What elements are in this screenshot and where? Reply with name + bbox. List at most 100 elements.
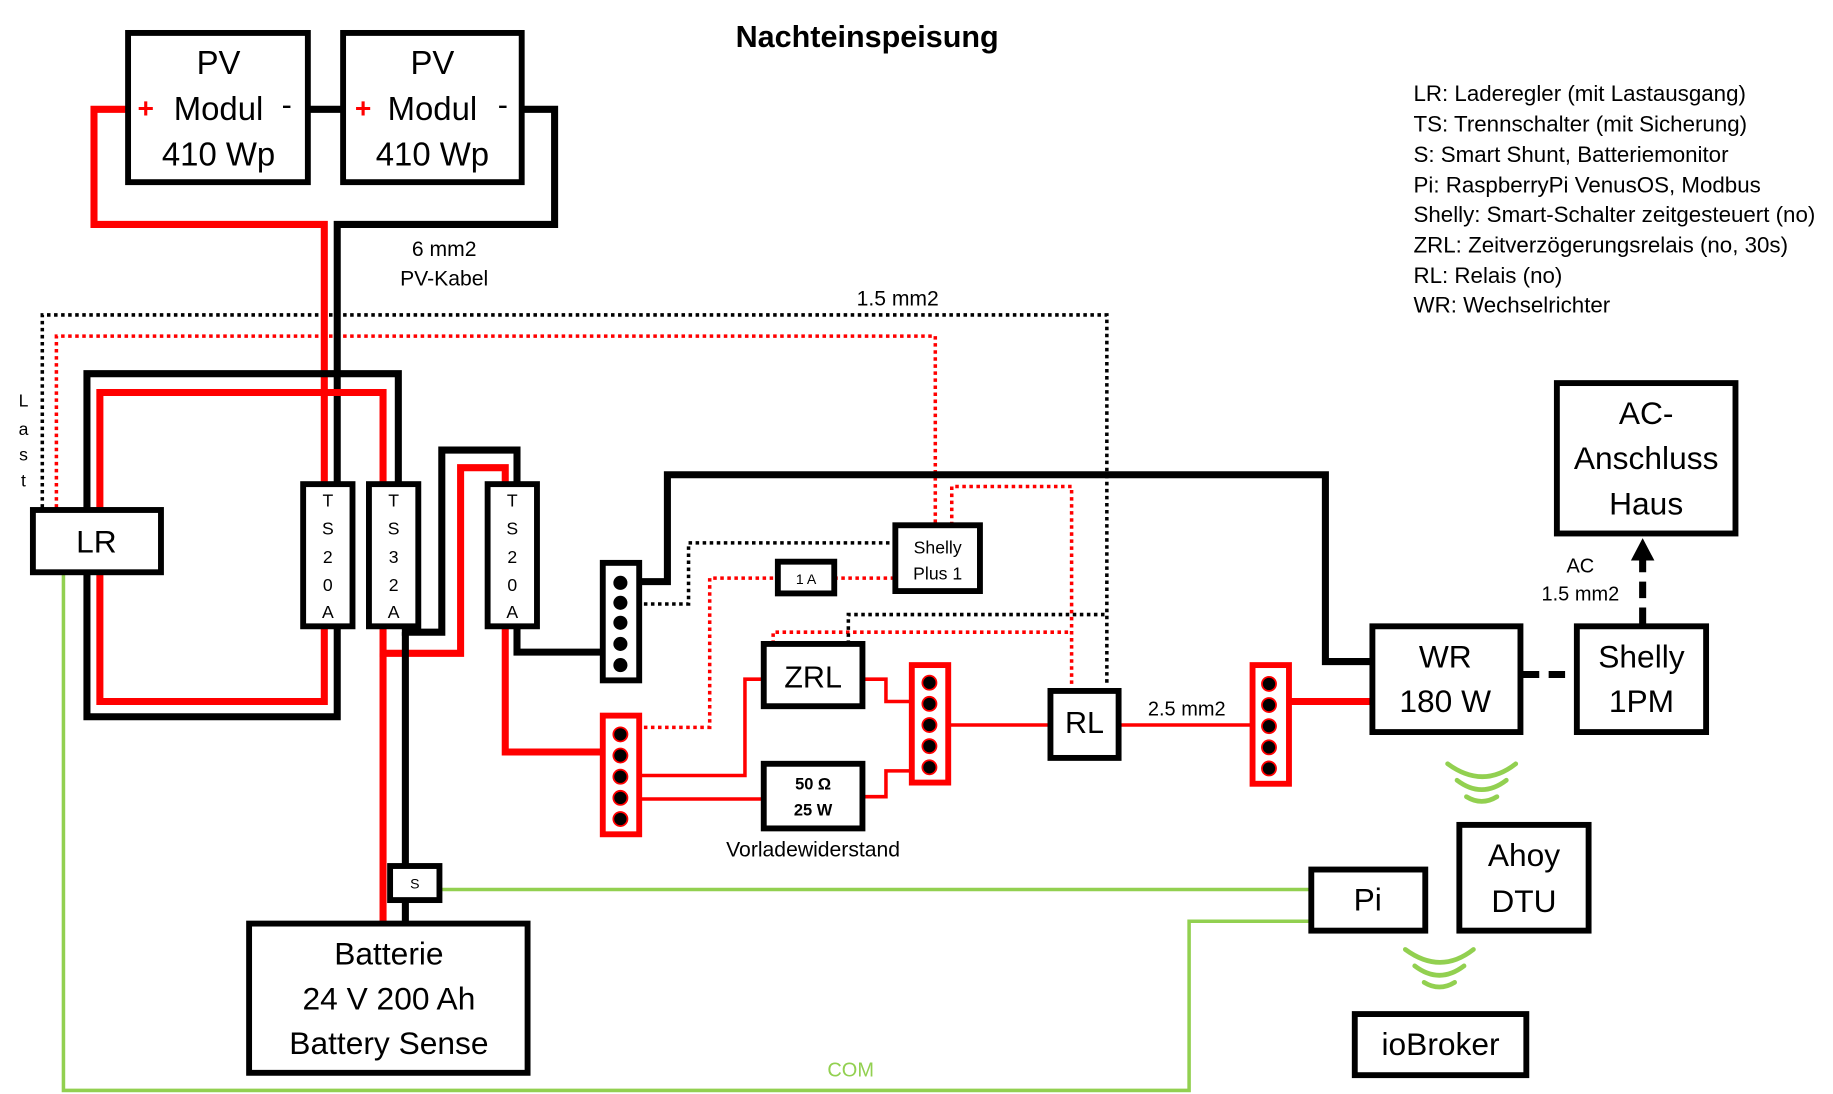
ts-char: S (388, 519, 400, 539)
pv-plus-wire (90, 105, 328, 485)
load-char: t (21, 470, 26, 490)
ts-char: A (388, 602, 400, 622)
resistor-caption: Vorladewiderstand (726, 839, 900, 862)
ts-char: A (506, 602, 518, 622)
control-cable-label: 1.5 mm2 (857, 288, 939, 311)
load-output-label: L a s t (19, 391, 29, 491)
battery-sense-label: Battery Sense (289, 1025, 488, 1061)
legend-item: RL: Relais (no) (1414, 263, 1563, 288)
shelly-1pm-label-2: 1PM (1609, 683, 1674, 719)
plus-terminal-icon: + (137, 92, 153, 124)
shelly-plus-1: Shelly Plus 1 (892, 522, 983, 594)
resistor-output-wire (863, 769, 911, 799)
disconnect-switch-ts2: T S 3 2 A (366, 481, 422, 630)
smart-shunt: S (387, 863, 443, 904)
pv-module-label: Modul (388, 90, 478, 127)
ts-char: A (322, 602, 334, 622)
legend-item: LR: Laderegler (mit Lastausgang) (1414, 81, 1746, 106)
legend-item: ZRL: Zeitverzögerungsrelais (no, 30s) (1414, 233, 1789, 258)
ts-char: S (506, 519, 518, 539)
fuse-1a: 1 A (774, 558, 838, 597)
battery-label: Batterie (334, 936, 443, 972)
ts-char: 2 (323, 547, 333, 567)
iobroker: ioBroker (1351, 1011, 1530, 1079)
ac-house-label-1: AC- (1619, 395, 1674, 431)
ts-minus-link-wire (401, 446, 521, 636)
lr-pv-minus-wire (83, 573, 341, 721)
pv-minus-wire (333, 105, 559, 485)
load-char: s (19, 445, 28, 465)
disconnect-switch-ts3: T S 2 0 A (484, 481, 540, 630)
diagram-title: Nachteinspeisung (736, 20, 999, 54)
battery-spec-label: 24 V 200 Ah (303, 980, 476, 1016)
ts-char: 0 (507, 575, 517, 595)
busbar-plus-3 (1249, 662, 1292, 787)
shelly-1pm: Shelly 1PM (1573, 623, 1710, 735)
fuse-feed-dotted (636, 576, 778, 730)
legend-item: S: Smart Shunt, Batteriemonitor (1414, 142, 1730, 167)
ac-house-connection: AC- Anschluss Haus (1553, 380, 1739, 537)
ahoy-label: Ahoy (1488, 837, 1560, 873)
pv-power-label: 410 Wp (162, 136, 275, 173)
pv-module-2: PV Modul 410 Wp + - (340, 29, 525, 186)
load-char: a (19, 419, 29, 439)
control-wire-black-dotted (40, 313, 1109, 684)
rl-cable-label: 2.5 mm2 (1148, 699, 1226, 721)
pi-label: Pi (1354, 882, 1382, 918)
ts-char: 2 (389, 575, 399, 595)
time-delay-relay-zrl: ZRL (760, 641, 866, 710)
load-char: L (19, 391, 29, 411)
ts-char: T (507, 490, 518, 510)
minus-terminal-icon: - (498, 88, 508, 122)
lr-pv-plus-wire (96, 573, 328, 706)
minus-terminal-icon: - (282, 88, 292, 122)
iobroker-label: ioBroker (1381, 1026, 1500, 1062)
zrl-minus-dotted (846, 612, 1107, 644)
wr-label: WR (1419, 638, 1472, 674)
dtu-label: DTU (1491, 883, 1556, 919)
ac-house-label-3: Haus (1609, 486, 1683, 522)
control-wire-red-dotted (54, 334, 938, 526)
wr-power-label: 180 W (1399, 683, 1491, 719)
shunt-label: S (410, 875, 419, 891)
pv-module-label: Modul (174, 90, 264, 127)
legend: LR: Laderegler (mit Lastausgang) TS: Tre… (1414, 81, 1816, 317)
pv-cable-type-label: PV-Kabel (400, 268, 488, 291)
ahoy-dtu: Ahoy DTU (1456, 821, 1592, 934)
ac-cable-label: 1.5 mm2 (1542, 583, 1620, 605)
zrl-label: ZRL (784, 660, 842, 694)
wr-minus-wire (636, 471, 1373, 666)
zrl-output-wire (863, 677, 911, 704)
wifi-icon (1402, 947, 1476, 990)
legend-item: TS: Trennschalter (mit Sicherung) (1414, 112, 1748, 137)
pv-power-label: 410 Wp (376, 136, 489, 173)
busbar-minus (599, 559, 643, 684)
busbar-plus-2 (908, 662, 952, 786)
wifi-icon (1445, 761, 1519, 804)
raspberry-pi: Pi (1308, 866, 1429, 934)
shelly-minus-dotted (636, 541, 896, 606)
wattage-label: 25 W (794, 801, 833, 819)
legend-item: Shelly: Smart-Schalter zeitgesteuert (no… (1414, 202, 1816, 227)
lr-label: LR (76, 523, 117, 559)
ts-char: 3 (389, 547, 399, 567)
relay-rl: RL (1047, 688, 1122, 761)
legend-item: Pi: RaspberryPi VenusOS, Modbus (1414, 173, 1761, 198)
pv-label: PV (197, 44, 241, 81)
com-wire-lr-pi (61, 573, 1312, 1093)
busbar-plus-1 (599, 712, 643, 838)
ac-label: AC (1566, 555, 1594, 577)
lr-battery-plus-wire (96, 388, 387, 508)
plus-terminal-icon: + (355, 92, 371, 124)
shelly-1pm-label-1: Shelly (1598, 638, 1685, 674)
ts-char: T (388, 490, 399, 510)
pv-cable-size-label: 6 mm2 (412, 238, 477, 261)
ac-house-label-2: Anschluss (1574, 440, 1719, 476)
black-busbar-feed-wire (513, 626, 606, 656)
disconnect-switch-ts1: T S 2 0 A (300, 481, 356, 630)
fuse-label: 1 A (796, 571, 817, 587)
ts-char: S (322, 519, 334, 539)
red-busbar-feed-wire (501, 626, 606, 756)
ts-char: 2 (507, 547, 517, 567)
